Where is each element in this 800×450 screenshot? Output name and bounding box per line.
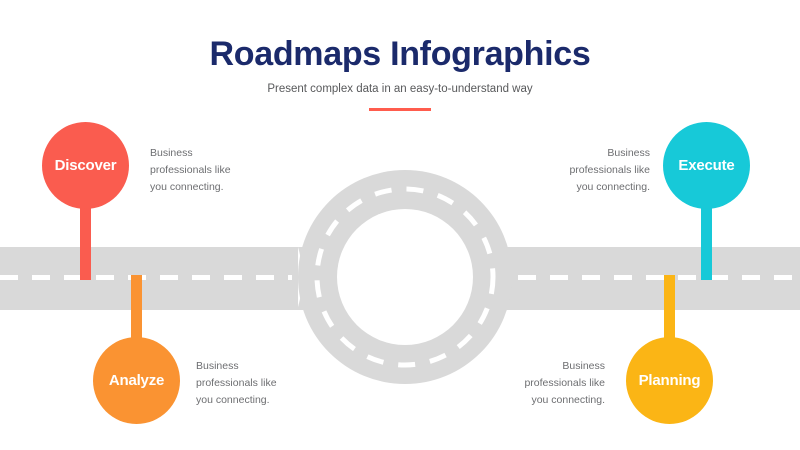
pin-circle[interactable]: Execute [663,122,750,209]
pin-label: Execute [678,157,735,174]
page-title: Roadmaps Infographics [209,35,591,73]
pin-label: Discover [54,157,117,174]
pin-circle[interactable]: Analyze [93,337,180,424]
pin-circle[interactable]: Discover [42,122,129,209]
pin-label: Analyze [108,372,165,389]
milestone-description-execute: Business professionals like you connecti… [569,147,650,193]
page-subtitle: Present complex data in an easy-to-under… [267,83,533,95]
pin-stem [131,275,142,353]
pin-stem [80,202,91,280]
pin-stem [701,202,712,280]
header: Roadmaps Infographics Present complex da… [0,0,800,111]
milestone-description-discover: Business professionals like you connecti… [150,147,231,193]
roundabout-ring [298,170,512,384]
milestone-description-planning: Business professionals like you connecti… [524,360,605,406]
pin-stem [664,275,675,353]
pin-circle[interactable]: Planning [626,337,713,424]
roundabout-dash [314,186,496,368]
milestone-description-analyze: Business professionals like you connecti… [196,360,277,406]
pin-label: Planning [638,372,701,389]
title-divider [369,108,431,111]
